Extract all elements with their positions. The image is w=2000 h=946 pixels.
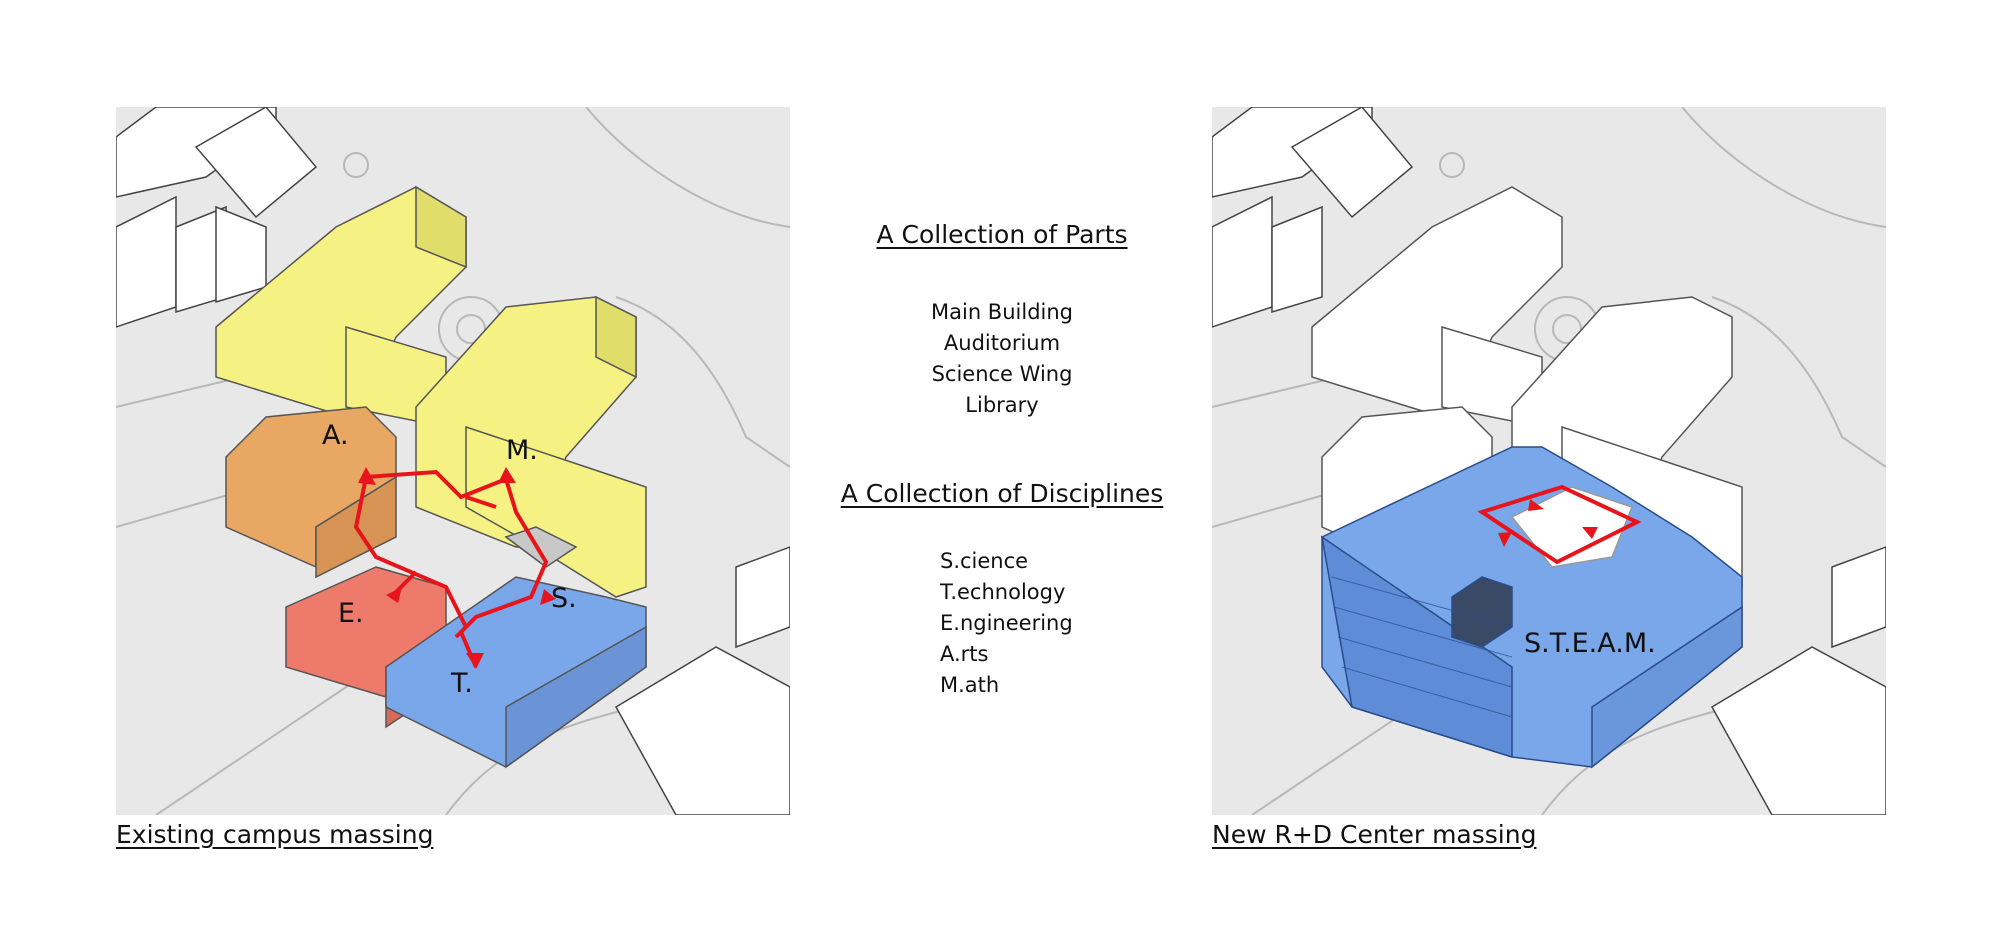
parts-list-item: Science Wing xyxy=(931,362,1073,386)
context-buildings xyxy=(116,107,790,815)
circulation-path-t xyxy=(459,631,478,668)
circulation-loop xyxy=(1477,484,1642,565)
existing-campus-drawing: A. M. E. S. T. xyxy=(116,107,790,815)
circulation-path-e xyxy=(394,570,418,594)
rd-center-mass xyxy=(1320,446,1743,769)
disciplines-heading: A Collection of Disciplines xyxy=(840,479,1164,508)
existing-campus-diagram: A. M. E. S. T. xyxy=(116,107,790,815)
parts-list-item: Main Building xyxy=(931,300,1073,324)
caption-new-center: New R+D Center massing xyxy=(1212,820,1537,849)
new-center-drawing: S.T.E.A.M. xyxy=(1212,107,1886,815)
label-steam: S.T.E.A.M. xyxy=(1524,628,1656,659)
parts-list-item: Library xyxy=(965,393,1039,417)
label-engineering: E. xyxy=(338,598,364,629)
circulation-path xyxy=(353,469,549,639)
context-buildings xyxy=(1212,107,1886,815)
parts-list-item: Auditorium xyxy=(943,331,1061,355)
disciplines-list: S.cience T.echnology E.ngineering A.rts … xyxy=(940,546,1204,701)
parts-heading: A Collection of Parts xyxy=(876,220,1128,249)
label-auditorium: A. xyxy=(322,420,349,451)
center-text-column: A Collection of Parts Main Building Audi… xyxy=(800,220,1204,701)
disciplines-list-item: T.echnology xyxy=(940,580,1066,604)
parts-list: Main Building Auditorium Science Wing Li… xyxy=(800,297,1204,421)
science-wing-mass xyxy=(385,576,647,769)
label-main-building: M. xyxy=(506,435,538,466)
facade-lines xyxy=(1331,576,1513,718)
label-science: S. xyxy=(551,583,577,614)
caption-existing-campus: Existing campus massing xyxy=(116,820,434,849)
new-center-diagram: S.T.E.A.M. xyxy=(1212,107,1886,815)
main-building-mass xyxy=(215,185,647,598)
label-technology: T. xyxy=(450,668,473,699)
disciplines-list-item: M.ath xyxy=(940,673,1000,697)
disciplines-list-item: A.rts xyxy=(940,642,989,666)
circulation-arrowheads xyxy=(1498,499,1598,547)
disciplines-list-item: S.cience xyxy=(940,549,1029,573)
disciplines-list-item: E.ngineering xyxy=(940,611,1073,635)
